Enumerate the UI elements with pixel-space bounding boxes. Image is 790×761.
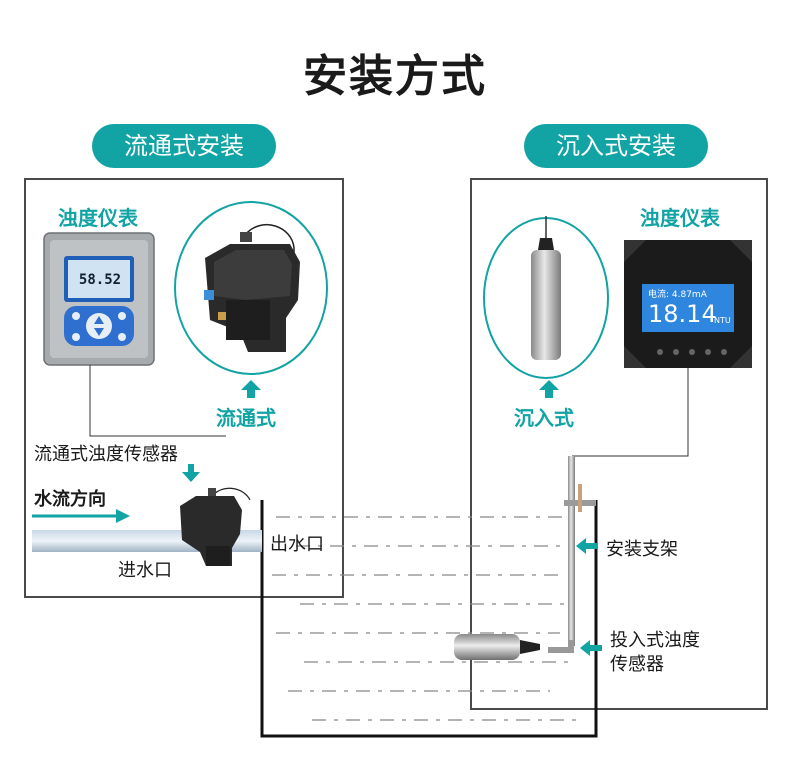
flow-through-sensor-on-pipe bbox=[180, 487, 251, 566]
bracket-label: 安装支架 bbox=[606, 539, 678, 560]
immersion-sensor-label-1: 投入式浊度 bbox=[610, 630, 700, 651]
mounting-bracket bbox=[548, 456, 596, 653]
inlet-label: 进水口 bbox=[118, 560, 172, 581]
flow-through-sensor-closeup bbox=[174, 201, 328, 375]
immersion-caption: 沉入式 bbox=[514, 406, 574, 430]
flow-direction-arrow bbox=[32, 509, 130, 523]
water-tank bbox=[260, 500, 598, 738]
sensor-pointer-arrow-right bbox=[580, 640, 602, 656]
left-meter-title: 浊度仪表 bbox=[58, 206, 138, 230]
left-turbidity-meter bbox=[43, 232, 155, 366]
right-meter-title: 浊度仪表 bbox=[640, 206, 720, 230]
immersion-install-pill: 沉入式安装 bbox=[524, 124, 708, 168]
flow-through-caption: 流通式 bbox=[216, 406, 276, 430]
right-meter-unit: NTU bbox=[714, 316, 731, 325]
flow-direction-label: 水流方向 bbox=[34, 489, 106, 510]
left-up-arrow bbox=[241, 380, 261, 398]
immersion-sensor-closeup bbox=[483, 216, 609, 379]
immersion-panel bbox=[470, 178, 768, 710]
right-meter-current: 电流: 4.87mA bbox=[648, 290, 707, 300]
bracket-pointer-arrow bbox=[576, 538, 598, 554]
flow-through-install-pill: 流通式安装 bbox=[92, 124, 276, 168]
page-title: 安装方式 bbox=[303, 51, 487, 102]
sensor-pointer-arrow bbox=[182, 464, 200, 482]
flow-through-panel bbox=[24, 178, 344, 598]
right-up-arrow bbox=[539, 380, 559, 398]
right-turbidity-meter bbox=[624, 240, 752, 368]
flow-sensor-label: 流通式浊度传感器 bbox=[34, 444, 178, 465]
immersion-sensor-in-tank bbox=[454, 634, 540, 660]
immersion-sensor-label-2: 传感器 bbox=[610, 654, 664, 675]
right-meter-reading: 18.14 bbox=[648, 300, 717, 328]
left-meter-reading: 58.52 bbox=[78, 272, 122, 288]
outlet-label: 出水口 bbox=[270, 534, 324, 555]
